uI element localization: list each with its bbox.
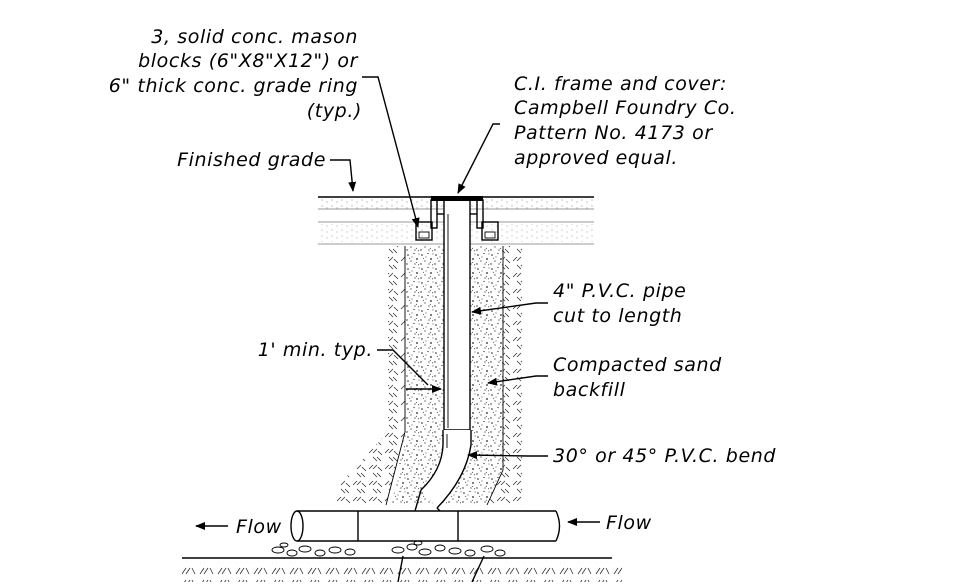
frame-label-line-4: approved equal.: [514, 147, 678, 169]
native-soil-hatch: [182, 246, 622, 582]
main-pvc-pipe: [290, 489, 561, 542]
pvc-bend: [420, 430, 472, 509]
annotations: 3, solid conc. mason blocks (6"X8"X12") …: [109, 26, 776, 538]
flow-right-label: Flow: [606, 512, 652, 534]
finished-grade-label: Finished grade: [177, 149, 326, 171]
sand-label-line-1: Compacted sand: [553, 354, 722, 376]
flow-left-label: Flow: [236, 516, 282, 538]
frame-and-cover: [430, 196, 484, 229]
frame-label-line-2: Campbell Foundry Co.: [514, 97, 737, 119]
pvc-riser-pipe: [443, 201, 471, 431]
mason-blocks: [415, 221, 499, 241]
pipe-label-line-1: 4" P.V.C. pipe: [553, 280, 686, 302]
pipe-label-line-2: cut to length: [553, 305, 682, 327]
frame-label-line-3: Pattern No. 4173 or: [514, 122, 713, 144]
leader-lines: [330, 76, 548, 583]
blocks-label-line-2: blocks (6"X8"X12") or: [138, 50, 358, 72]
blocks-label-line-3: 6" thick conc. grade ring: [109, 75, 358, 97]
flow-arrows: [195, 518, 600, 530]
blocks-label-line-4: (typ.): [307, 100, 362, 122]
min-label: 1' min. typ.: [258, 339, 373, 361]
gravel-bedding: [271, 540, 506, 557]
bend-label: 30° or 45° P.V.C. bend: [553, 445, 776, 467]
frame-label-line-1: C.I. frame and cover:: [514, 73, 727, 95]
sand-label-line-2: backfill: [553, 379, 626, 401]
blocks-label-line-1: 3, solid conc. mason: [151, 26, 358, 48]
